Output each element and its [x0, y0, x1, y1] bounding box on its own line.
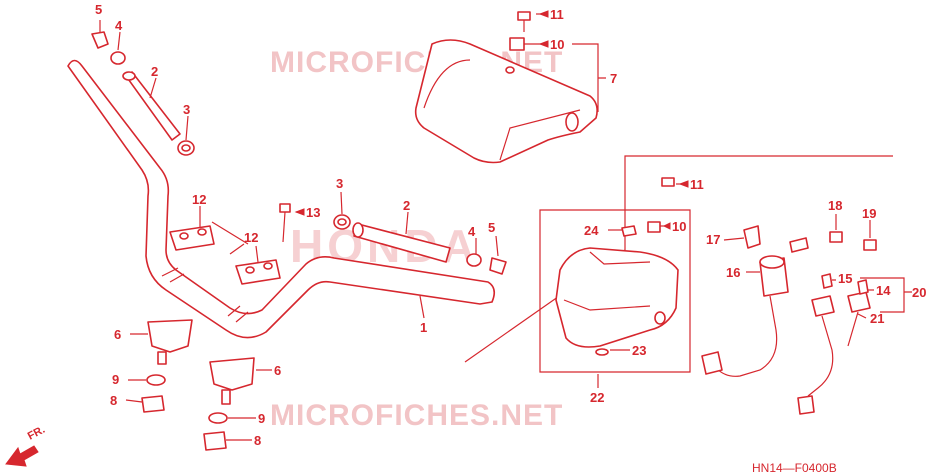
callout-3: 3 [183, 102, 190, 117]
section-divider-line [464, 155, 893, 363]
bulb-14[interactable] [857, 279, 869, 295]
callout-9-left: 9 [112, 372, 119, 387]
leader-arrowheads [294, 10, 689, 230]
callout-16: 16 [726, 265, 740, 280]
grip-pipe-right[interactable] [352, 222, 451, 263]
cover-grommet-upper[interactable] [509, 37, 525, 51]
collar-upper[interactable] [110, 51, 126, 65]
handlebar-pipe[interactable] [67, 59, 496, 339]
callout-12-upper: 12 [192, 192, 206, 207]
lower-holder-right[interactable] [209, 357, 255, 405]
ignition-wire [715, 295, 778, 377]
watermark-bottom: MICROFICHES.NET [270, 399, 563, 432]
front-arrow-icon: FR. [5, 424, 47, 467]
ignition-switch[interactable] [759, 237, 809, 297]
clip-mid[interactable] [489, 257, 507, 275]
callout-5: 5 [95, 2, 102, 17]
grommet-10[interactable] [647, 221, 661, 233]
handlebar-cover-upper[interactable] [414, 39, 598, 164]
callout-10-lower: 10 [672, 219, 686, 234]
callout-11-lower: 11 [690, 177, 704, 192]
callout-24: 24 [584, 223, 599, 238]
callout-1: 1 [420, 320, 427, 335]
callout-8-left: 8 [110, 393, 117, 408]
nut-right[interactable] [203, 431, 227, 451]
bulb-15[interactable] [821, 273, 833, 289]
leader-lines [99, 13, 912, 441]
callout-labels: 5 4 2 3 11 10 7 3 2 4 5 12 12 13 1 6 9 8… [95, 2, 926, 448]
holder-bolt[interactable] [279, 203, 291, 243]
washer-left[interactable] [146, 374, 166, 386]
grip-pipe-left[interactable] [122, 71, 181, 141]
upper-holder-front[interactable] [235, 259, 281, 285]
callout-21: 21 [870, 311, 884, 326]
callout-7: 7 [610, 71, 617, 86]
indicator-18[interactable] [829, 231, 843, 243]
lower-holder-left[interactable] [147, 319, 193, 365]
callout-17: 17 [706, 232, 720, 247]
washer-right[interactable] [208, 412, 228, 424]
callout-18: 18 [828, 198, 842, 213]
upper-holder-rear[interactable] [169, 225, 215, 251]
end-cap-mid[interactable] [333, 214, 351, 230]
callout-20: 20 [912, 285, 926, 300]
diagram-code: HN14—F0400B [752, 461, 837, 475]
collar-mid[interactable] [466, 253, 482, 267]
callout-13: 13 [306, 205, 320, 220]
callout-11: 11 [550, 7, 564, 22]
clip-24[interactable] [621, 225, 637, 237]
callout-9-right: 9 [258, 411, 265, 426]
callout-15: 15 [838, 271, 852, 286]
ignition-connector[interactable] [701, 351, 723, 375]
clip-upper[interactable] [91, 31, 109, 49]
handlebar-cover-lower[interactable] [555, 247, 679, 348]
callout-12-lower: 12 [244, 230, 258, 245]
callout-6-left: 6 [114, 327, 121, 342]
nut-left[interactable] [141, 395, 165, 413]
indicator-19[interactable] [863, 239, 877, 251]
callout-5-mid: 5 [488, 220, 495, 235]
callout-4-mid: 4 [468, 224, 476, 239]
callout-14: 14 [876, 283, 891, 298]
indicator-harness[interactable] [797, 291, 871, 415]
screw-11[interactable] [661, 177, 675, 187]
callout-10: 10 [550, 37, 564, 52]
end-cap-upper[interactable] [177, 140, 195, 156]
callout-2: 2 [151, 64, 158, 79]
callout-3-mid: 3 [336, 176, 343, 191]
callout-8-right: 8 [254, 433, 261, 448]
cover-screw-upper[interactable] [517, 11, 531, 32]
callout-19: 19 [862, 206, 876, 221]
callout-22: 22 [590, 390, 604, 405]
callout-4: 4 [115, 18, 123, 33]
grommet-23[interactable] [595, 348, 609, 356]
callout-2-mid: 2 [403, 198, 410, 213]
callout-6-right: 6 [274, 363, 281, 378]
callout-23: 23 [632, 343, 646, 358]
front-label: FR. [26, 424, 47, 443]
key[interactable] [743, 225, 761, 249]
cover-outline-box [539, 209, 691, 373]
